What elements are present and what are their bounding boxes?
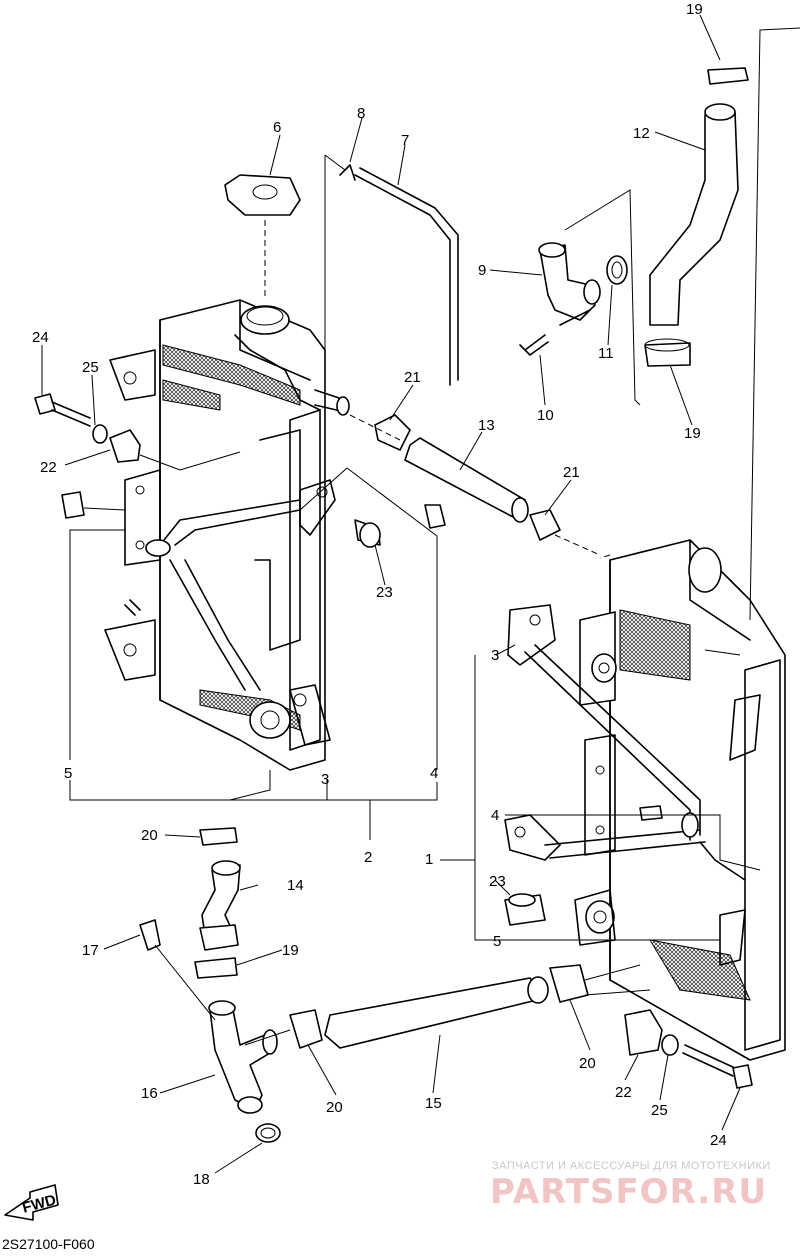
callout-2: 2 xyxy=(364,849,372,866)
callout-15: 15 xyxy=(425,1095,442,1112)
callout-6: 6 xyxy=(273,119,281,136)
cross-pipe xyxy=(349,414,601,556)
right-mount-hardware xyxy=(624,1009,753,1089)
callout-19: 19 xyxy=(686,1,703,18)
callout-23: 23 xyxy=(376,584,393,601)
right-radiator xyxy=(504,27,800,1061)
callout-18: 18 xyxy=(193,1171,210,1188)
leader-lines xyxy=(41,14,741,1174)
callout-23: 23 xyxy=(489,873,506,890)
callout-24: 24 xyxy=(710,1132,727,1149)
left-mount-hardware xyxy=(34,393,446,770)
callout-25: 25 xyxy=(82,359,99,376)
callout-9: 9 xyxy=(478,262,486,279)
callout-21: 21 xyxy=(404,369,421,386)
callout-13: 13 xyxy=(478,417,495,434)
callout-24: 24 xyxy=(32,329,49,346)
callouts: 19 12 8 7 6 9 11 24 25 10 19 21 13 22 21… xyxy=(32,1,727,1188)
hose-14 xyxy=(194,827,241,979)
callout-19: 19 xyxy=(282,942,299,959)
callout-11: 11 xyxy=(598,345,614,362)
callout-20: 20 xyxy=(326,1099,343,1116)
upper-hose xyxy=(644,67,749,367)
callout-25: 25 xyxy=(651,1102,668,1119)
callout-21: 21 xyxy=(563,464,580,481)
callout-1: 1 xyxy=(425,851,433,868)
callout-8: 8 xyxy=(357,105,365,122)
callout-19: 19 xyxy=(684,425,701,442)
callout-17: 17 xyxy=(82,942,99,959)
callout-20: 20 xyxy=(141,827,158,844)
callout-3: 3 xyxy=(491,647,499,664)
callout-22: 22 xyxy=(40,459,57,476)
callout-5: 5 xyxy=(64,765,72,782)
callout-4: 4 xyxy=(430,765,438,782)
breather-hose xyxy=(324,154,459,510)
fwd-label: FWD xyxy=(20,1191,58,1216)
callout-16: 16 xyxy=(141,1085,158,1102)
callout-10: 10 xyxy=(537,407,554,424)
watermark-tagline: ЗАПЧАСТИ И АКСЕССУАРЫ ДЛЯ МОТОТЕХНИКИ xyxy=(492,1160,771,1172)
callout-12: 12 xyxy=(633,125,650,142)
callout-20: 20 xyxy=(579,1055,596,1072)
watermark-brand: PARTSFOR.RU xyxy=(490,1172,768,1212)
callout-5: 5 xyxy=(493,933,501,950)
left-radiator xyxy=(104,299,350,771)
callout-3: 3 xyxy=(321,771,329,788)
radiator-cap xyxy=(224,174,301,300)
callout-7: 7 xyxy=(401,132,409,149)
callout-22: 22 xyxy=(615,1084,632,1101)
joint-16 xyxy=(139,919,281,1143)
callout-14: 14 xyxy=(287,877,304,894)
reference-code: 2S27100-F060 xyxy=(2,1236,95,1252)
callout-4: 4 xyxy=(491,807,499,824)
fwd-arrow: FWD xyxy=(4,1184,59,1221)
outlet-fitting xyxy=(519,189,641,406)
hose-15 xyxy=(244,964,651,1049)
